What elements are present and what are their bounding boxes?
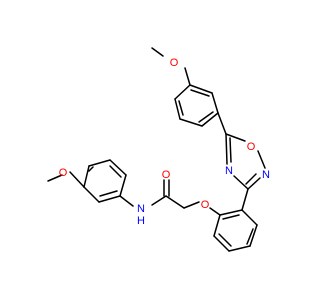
bond-ring1-a-inner <box>190 89 210 97</box>
bond-ring3-b <box>83 186 100 203</box>
bond-ring2-a <box>241 209 258 226</box>
atom-n-oxadiazole-right: N <box>262 169 270 181</box>
bond-ring2-b-inner <box>246 228 254 245</box>
bond-ring1-c <box>201 112 219 127</box>
bond-ether-ch2 <box>183 201 200 209</box>
bond-ring3-a <box>98 195 121 203</box>
atom-o-oxadiazole: O <box>247 141 256 153</box>
bond-ring3-a-inner <box>99 190 118 197</box>
bond-ring1-c-inner <box>198 111 214 123</box>
atom-labels: O O N N O O O N H <box>59 57 270 227</box>
bond-ring2-d <box>213 235 230 252</box>
atom-o-methoxy-left: O <box>59 167 68 179</box>
bond-ring2-ether <box>209 207 221 216</box>
bond-ox-c5-o <box>225 133 246 142</box>
structure-svg: O O N N O O O N H <box>47 47 270 252</box>
bond-ring3-d <box>88 159 111 167</box>
bond-ring1-e <box>174 98 181 120</box>
bond-methyl-o-top <box>151 47 164 57</box>
bond-ring3-e-inner <box>109 165 122 178</box>
bond-ring1-d <box>179 118 203 127</box>
bond-ch2-carbonyl <box>165 195 185 209</box>
atom-n-amide: N <box>137 203 145 215</box>
bond-ring3-c <box>83 165 90 188</box>
bond-ox-c3-n4 <box>233 175 249 190</box>
bond-carbonyl-n <box>151 195 167 206</box>
bond-ring3-f <box>119 174 127 197</box>
bond-ring2-e <box>213 214 221 237</box>
bond-ring1-e-inner <box>178 100 184 116</box>
molecule-diagram: O O N N O O O N H <box>47 47 270 252</box>
bond-ring2-d-inner <box>218 233 232 247</box>
bond-ox-phenyl2 <box>241 188 249 211</box>
bond-ox-o-n2 <box>257 150 266 169</box>
bond-ring1-b <box>211 92 219 114</box>
bond-ring3-c-inner <box>88 166 94 172</box>
bond-ring3-o-left <box>69 171 85 188</box>
bond-ring1-oxadiazole <box>217 112 227 135</box>
bond-ox-n2-c3 <box>247 177 261 190</box>
bond-ring2-c <box>228 245 251 252</box>
bond-n-phenyl3 <box>119 195 134 207</box>
atom-n-oxadiazole-left: N <box>225 165 233 177</box>
bond-ring2-b <box>249 224 258 247</box>
bonds <box>47 47 266 252</box>
bond-o-top-ring <box>184 67 191 86</box>
bond-ring1-a <box>189 84 213 94</box>
bond-ox-n4-c5-inner <box>229 137 232 163</box>
bond-ring2-f-inner <box>222 214 240 220</box>
bond-ring3-e <box>109 159 127 176</box>
atom-o-ether: O <box>201 199 210 211</box>
bond-ring1-f <box>174 84 191 100</box>
bond-ox-n4-c5 <box>225 133 228 165</box>
bond-ox-n2-c3-inner <box>245 173 257 185</box>
atom-o-carbonyl: O <box>162 169 171 181</box>
atom-o-methoxy-top: O <box>170 57 179 69</box>
bond-o-left-methyl <box>47 174 63 182</box>
bond-ring2-f <box>219 209 243 216</box>
atom-h-amide: H <box>137 215 145 227</box>
